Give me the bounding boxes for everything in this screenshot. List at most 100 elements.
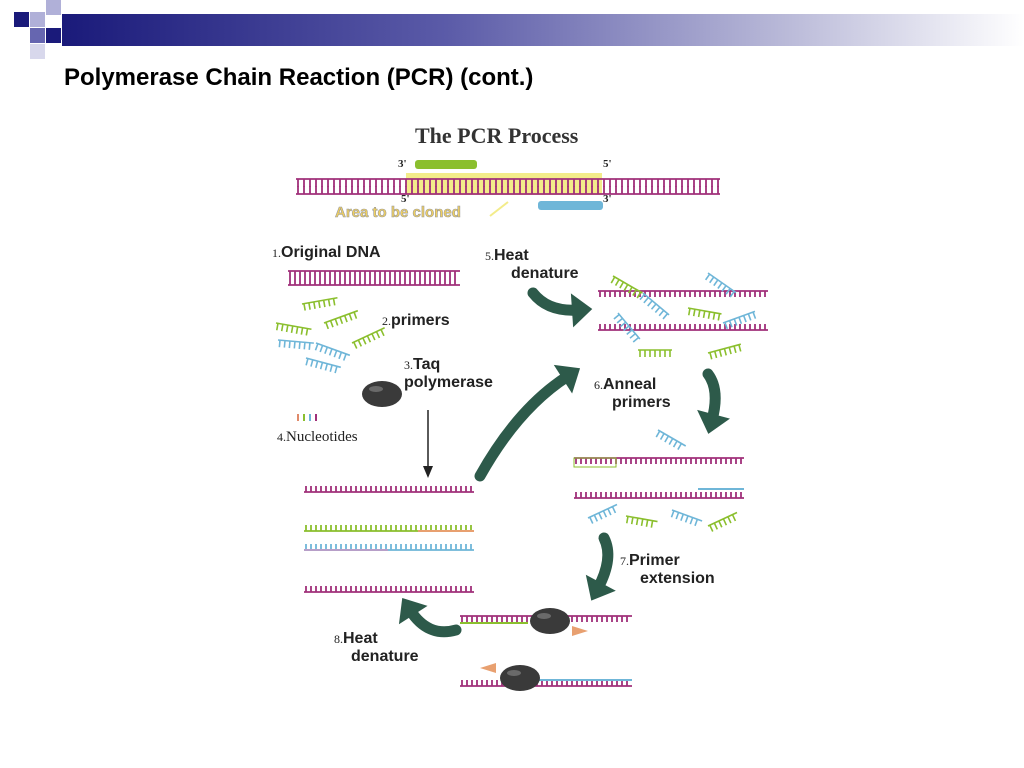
pcr-diagram-art (275, 160, 768, 691)
annealed-strand-top (574, 457, 744, 464)
polymerase-extending-bottom-shine (507, 670, 521, 676)
primer-strand (639, 292, 670, 320)
arrow-heat-denature-return-head (398, 597, 428, 625)
cycle-arrow-up-shaft (474, 370, 574, 482)
step-8-number: 8. (334, 632, 343, 646)
primer-2 (275, 322, 312, 336)
loose-primer-2 (587, 503, 618, 524)
arrow-to-anneal-head (697, 409, 730, 434)
primer-strand (275, 322, 312, 336)
step-5-text-2: denature (511, 265, 579, 283)
primer-strand (323, 309, 359, 330)
primer-strand (670, 509, 703, 527)
loose-primer-5 (707, 511, 738, 532)
primer-5 (314, 342, 351, 361)
diagram-heading: The PCR Process (415, 123, 579, 148)
end-label-3-prime-bottom: 3' (603, 193, 612, 205)
primer-7 (305, 357, 341, 374)
decor-square (30, 28, 45, 43)
free-primer-2 (639, 292, 670, 320)
primer-1 (301, 296, 338, 311)
step-6-text: Anneal (603, 376, 657, 393)
area-pointer-line (489, 201, 509, 217)
free-primer-5 (613, 312, 641, 343)
free-primer-8 (707, 343, 742, 360)
step-8-text-2: denature (351, 648, 419, 666)
decor-square (46, 28, 61, 43)
step-5-text: Heat (494, 247, 529, 264)
product-strand-3 (304, 544, 474, 551)
step-3-text-2: polymerase (404, 374, 493, 392)
primer-strand (707, 511, 738, 532)
primer-strand (610, 275, 643, 299)
primer-strand (351, 327, 385, 349)
step-6-number: 6. (594, 378, 603, 392)
primer-strand (277, 339, 314, 350)
decor-square (14, 12, 29, 27)
step-7-text: Primer (629, 552, 680, 569)
dna-strand-bottom (296, 186, 720, 195)
primer-strand (305, 357, 341, 374)
slide-title: Polymerase Chain Reaction (PCR) (cont.) (64, 64, 534, 91)
step-7-number: 7. (620, 554, 629, 568)
down-arrow-head (423, 466, 433, 478)
primer-strand (687, 307, 722, 321)
free-primer-7 (638, 349, 672, 357)
denatured-strand-top (598, 290, 768, 297)
free-primer-4 (687, 307, 722, 321)
product-strand-1 (304, 486, 474, 493)
decor-square (46, 0, 61, 15)
annealed-strand-bottom (574, 492, 744, 499)
polymerase-extending-top-shine (537, 613, 551, 619)
area-to-be-cloned-label: Area to be cloned (335, 204, 461, 222)
step-2-text: primers (391, 312, 450, 329)
primer-6 (351, 327, 385, 349)
free-primer-1 (610, 275, 643, 299)
step-4-number: 4. (277, 430, 286, 444)
reverse-primer-bar (538, 201, 603, 210)
loose-primer-1 (655, 429, 687, 450)
extension-direction-bottom (480, 663, 496, 673)
product-strand-4 (304, 586, 474, 593)
step-2-number: 2. (382, 314, 391, 328)
polymerase-extending-bottom (500, 665, 540, 691)
loose-primer-4 (670, 509, 703, 527)
step-8-text: Heat (343, 630, 378, 647)
step-1-text: Original DNA (281, 244, 381, 261)
decor-square (30, 12, 45, 27)
annealed-primer-top (573, 457, 617, 468)
taq-polymerase-shine (369, 386, 383, 392)
primer-4 (277, 339, 314, 350)
step-6-text-2: primers (612, 394, 671, 412)
step-4-text: Nucleotides (286, 429, 358, 445)
primer-strand (625, 515, 658, 528)
step-4-label: 4.Nucleotides (277, 429, 358, 446)
loose-primer-3 (625, 515, 658, 528)
arrow-to-heat-denature-head (570, 293, 593, 328)
taq-polymerase (362, 381, 402, 407)
primer-strand (301, 296, 338, 311)
primer-strand (707, 343, 742, 360)
primer-strand (655, 429, 687, 450)
arrow-heat-denature-return-shaft (404, 604, 462, 638)
decor-square (30, 44, 45, 59)
product-strand-2 (304, 525, 474, 532)
original-dna-top (288, 270, 460, 278)
arrow-to-extension-shaft (592, 532, 614, 594)
pcr-diagram: The PCR Process 3' 5' 5' 3' Area to be c… (268, 118, 788, 703)
step-5-number: 5. (485, 249, 494, 263)
forward-primer-bar (415, 160, 477, 169)
primer-strand (587, 503, 618, 524)
primer-3 (323, 309, 359, 330)
primer-strand (704, 272, 737, 298)
primer-strand (722, 310, 757, 330)
step-7-text-2: extension (640, 570, 715, 588)
free-primer-6 (722, 310, 757, 330)
end-label-5-prime-bottom: 5' (401, 193, 410, 205)
cycle-arrow-up-head (553, 364, 581, 394)
polymerase-extending-top (530, 608, 570, 634)
